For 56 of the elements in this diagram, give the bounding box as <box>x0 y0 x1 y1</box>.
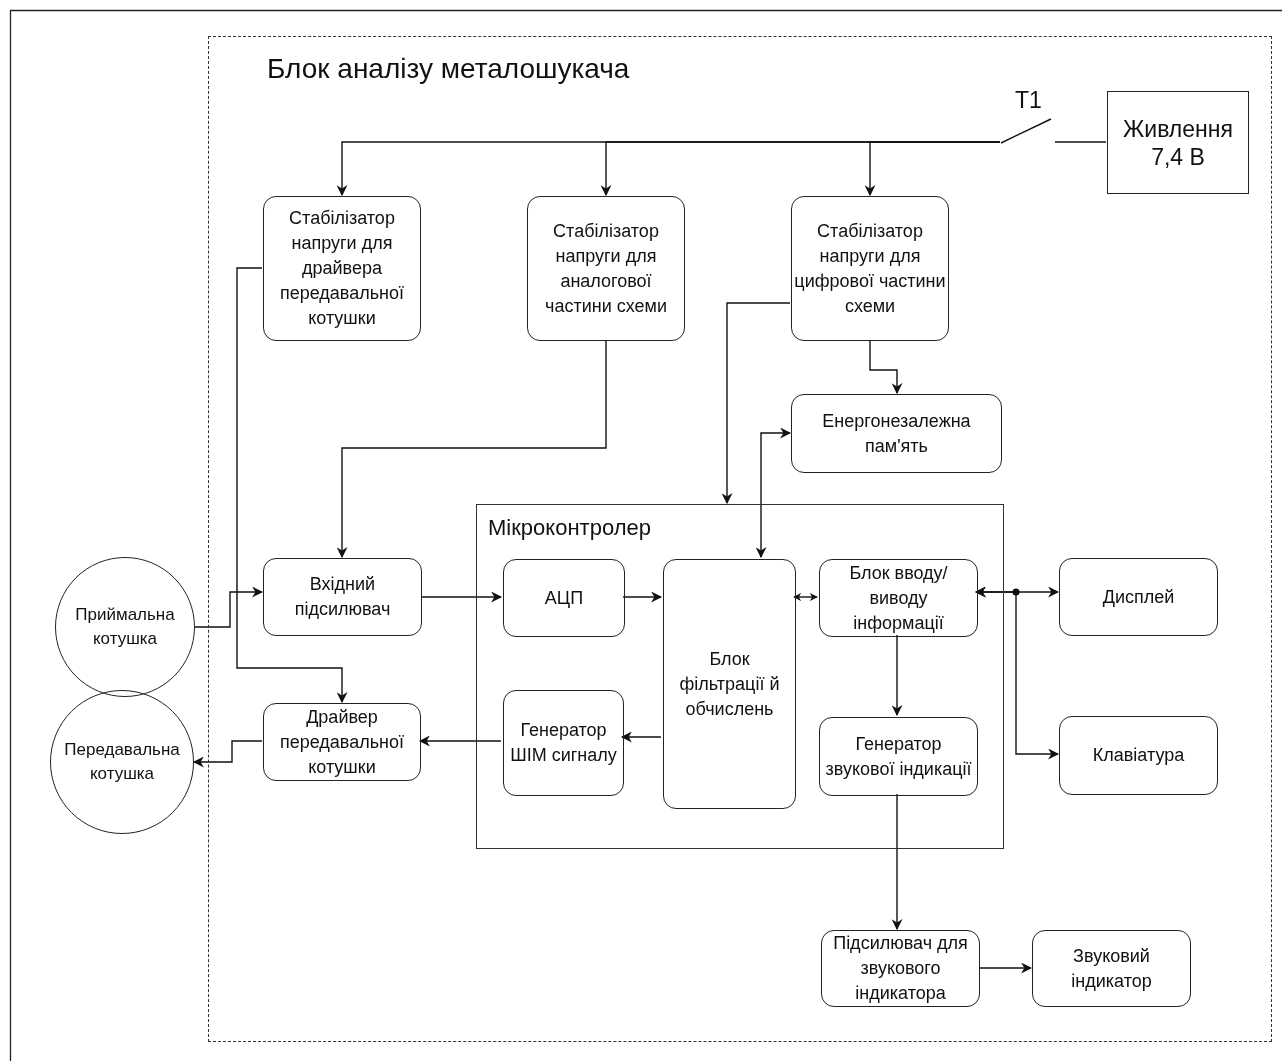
box-label: Стабілізатор напруги для драйвера передавальної котушки <box>278 207 406 330</box>
box-label: Дисплей <box>1102 585 1175 609</box>
arrow <box>721 302 791 505</box>
process-box <box>819 559 978 637</box>
arrow <box>336 339 607 559</box>
arrow <box>869 339 903 395</box>
box-label: Енергонезалежна пам'ять <box>821 409 972 458</box>
process-box <box>263 703 421 781</box>
box-label: Живлення 7,4 В <box>1122 114 1234 171</box>
process-box <box>821 930 980 1007</box>
group-title: Блок аналізу металошукача <box>267 53 630 85</box>
circle-label: Передавальна котушка <box>63 739 181 785</box>
arrow <box>793 593 818 601</box>
arrow <box>622 591 663 603</box>
dashed-group-frame <box>208 36 1272 1042</box>
arrow <box>418 735 502 747</box>
arrow <box>978 962 1033 974</box>
arrow <box>891 793 903 931</box>
box-label: Стабілізатор напруги для цифрової частини схеми <box>794 219 946 318</box>
microcontroller-frame <box>476 504 1004 849</box>
arrow <box>864 141 1001 197</box>
process-box <box>1032 930 1191 1007</box>
circle-label: Приймальна котушка <box>74 604 176 650</box>
group-title: Мікроконтролер <box>488 515 651 541</box>
switch-label: T1 <box>1015 87 1042 114</box>
arrow <box>194 586 264 628</box>
process-box <box>263 196 421 341</box>
process-box <box>503 690 624 796</box>
box-label: Звуковий індикатор <box>1070 944 1153 993</box>
arrow <box>192 740 263 768</box>
arrow <box>974 586 1060 760</box>
box-label: Генератор ШІМ сигналу <box>509 719 618 767</box>
box-label: Блок фільтрації й обчислень <box>678 647 781 721</box>
arrow <box>620 731 662 743</box>
arrow <box>236 267 348 704</box>
process-box <box>1059 558 1218 636</box>
arrow <box>420 591 503 603</box>
box-label: Драйвер передавальної котушки <box>278 705 406 779</box>
box-label: Клавіатура <box>1092 744 1185 767</box>
box-label: Вхідний підсилювач <box>293 573 392 621</box>
arrow <box>891 634 903 717</box>
box-label: Підсилювач для звукового індикатора <box>832 932 969 1005</box>
process-box <box>527 196 685 341</box>
process-box <box>1059 716 1218 795</box>
process-box <box>791 394 1002 473</box>
power-supply-box <box>1107 91 1249 194</box>
box-label: Генератор звукової індикації <box>824 732 973 781</box>
process-box <box>663 559 796 809</box>
arrow <box>755 427 792 559</box>
box-label: Стабілізатор напруги для аналогової частини схеми <box>544 219 668 318</box>
process-box <box>791 196 949 341</box>
box-label: Блок вводу/виводу інформації <box>848 561 949 635</box>
process-box <box>819 717 978 796</box>
process-box <box>503 559 625 637</box>
box-label: АЦП <box>544 586 584 610</box>
process-box <box>263 558 422 636</box>
